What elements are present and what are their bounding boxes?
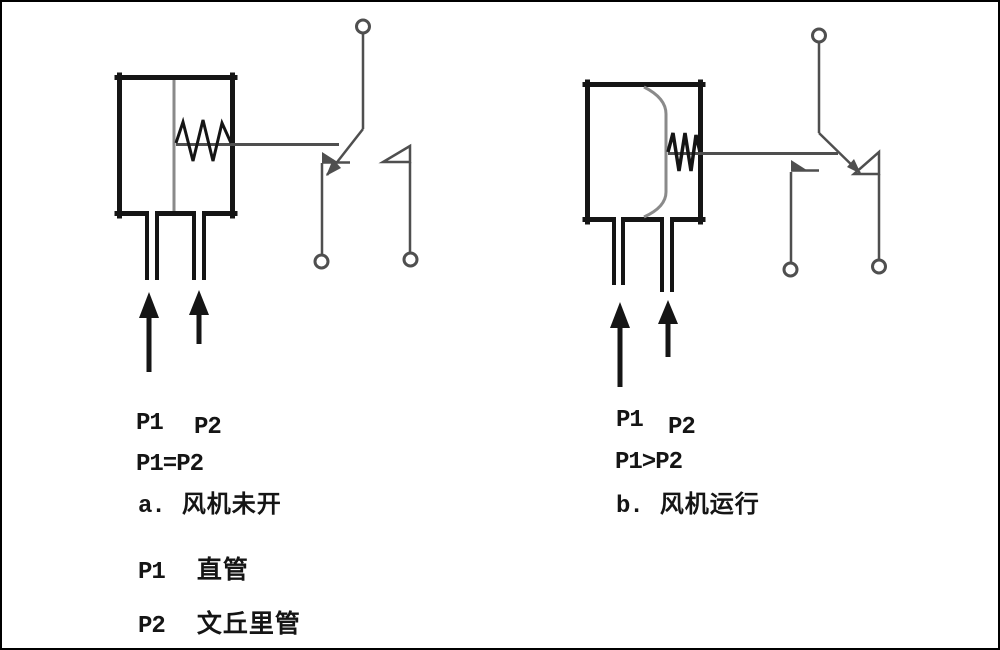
arrow-head-icon bbox=[610, 302, 630, 328]
terminal-left-b bbox=[782, 261, 799, 278]
contact-flag-icon bbox=[322, 152, 340, 164]
flow-arrow-p2-a bbox=[189, 290, 209, 344]
caption-a: a. 风机未开 bbox=[138, 493, 282, 519]
contact-left-b bbox=[782, 160, 819, 278]
arrow-head-icon bbox=[139, 292, 159, 318]
flow-arrow-p2-b bbox=[658, 300, 678, 357]
contact-flag-icon bbox=[378, 143, 412, 164]
blade-arrow-icon bbox=[326, 159, 341, 176]
spring-b bbox=[666, 132, 702, 172]
contact-left-a bbox=[313, 152, 350, 270]
switch-b bbox=[782, 27, 887, 278]
flow-arrow-p1-a bbox=[139, 292, 159, 372]
switch-a bbox=[313, 18, 419, 270]
terminal-common-a bbox=[355, 18, 371, 35]
legend-definition-p1: 直管 bbox=[196, 556, 249, 584]
legend-term-p1: P1 bbox=[138, 559, 166, 586]
inlet-tube-p2-a bbox=[192, 211, 206, 280]
diaphragm-b bbox=[643, 85, 668, 219]
p1-label-a: P1 bbox=[136, 410, 164, 437]
pressure-relation-b: P1>P2 bbox=[615, 449, 683, 476]
inlet-tube-p1-a bbox=[145, 211, 159, 280]
diagram-b bbox=[582, 27, 887, 387]
inlet-tube-p2-b bbox=[660, 217, 674, 292]
terminal-right-b bbox=[871, 258, 887, 275]
contact-right-a bbox=[378, 143, 419, 268]
terminal-common-b bbox=[811, 27, 827, 44]
caption-b-text: 风机运行 bbox=[659, 491, 760, 518]
contact-right-b bbox=[850, 149, 887, 275]
caption-b-prefix: b. bbox=[616, 493, 644, 520]
legend-row-p1: P1 直管 bbox=[138, 558, 249, 585]
flow-arrow-p1-b bbox=[610, 302, 630, 387]
p1-label-b: P1 bbox=[616, 407, 644, 434]
legend-definition-p2: 文丘里管 bbox=[196, 610, 301, 638]
diagram-a bbox=[114, 18, 419, 372]
terminal-left-a bbox=[313, 253, 330, 270]
inlet-tube-p1-b bbox=[612, 217, 625, 285]
caption-a-text: 风机未开 bbox=[181, 491, 282, 518]
pressure-relation-a: P1=P2 bbox=[136, 451, 204, 478]
contact-flag-icon bbox=[791, 160, 809, 172]
arrow-head-icon bbox=[658, 300, 678, 324]
contact-flag-icon bbox=[850, 149, 881, 176]
arrow-head-icon bbox=[189, 290, 209, 315]
legend-row-p2: P2 文丘里管 bbox=[138, 612, 301, 639]
caption-a-prefix: a. bbox=[138, 493, 166, 520]
spring-a bbox=[174, 116, 233, 162]
caption-b: b. 风机运行 bbox=[616, 493, 760, 519]
legend-term-p2: P2 bbox=[138, 613, 166, 640]
p2-label-b: P2 bbox=[668, 414, 696, 441]
p2-label-a: P2 bbox=[194, 414, 222, 441]
terminal-right-a bbox=[402, 251, 419, 268]
